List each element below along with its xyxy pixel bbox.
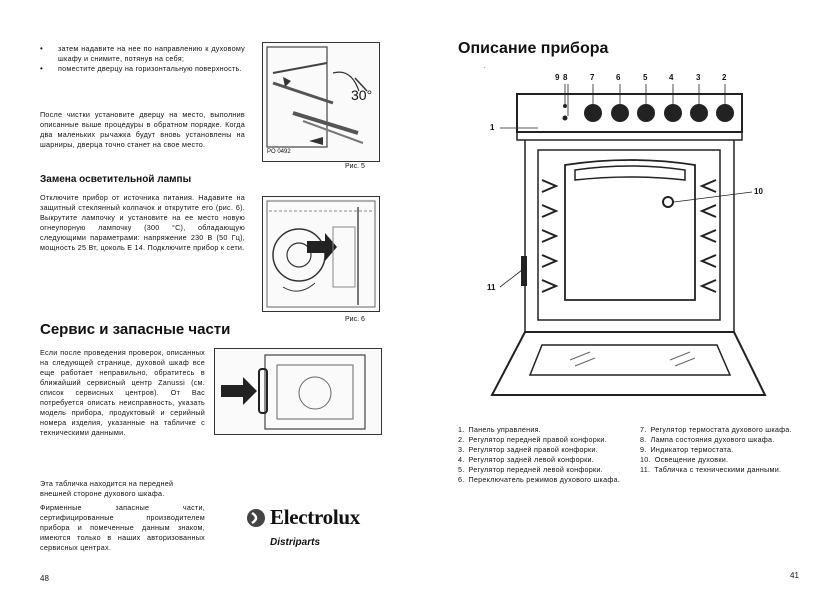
legend-left: 1.Панель управления. 2.Регулятор передне… bbox=[458, 425, 628, 485]
legend-text: Освещение духовки. bbox=[654, 455, 729, 464]
legend-text: Лампа состояния духового шкафа. bbox=[650, 435, 775, 444]
figure-door-removal: 30° PO 0492 bbox=[262, 42, 380, 162]
callout-8: 8 bbox=[563, 73, 568, 82]
bullet-icon: • bbox=[40, 44, 44, 53]
legend-text: Регулятор задней левой конфорки. bbox=[468, 455, 594, 464]
legend-right: 7.Регулятор термостата духового шкафа. 8… bbox=[640, 425, 802, 475]
legend-text: Панель управления. bbox=[468, 425, 542, 434]
electrolux-logo: Electrolux bbox=[246, 505, 360, 530]
list-item: 11.Табличка с техническими данными. bbox=[640, 465, 802, 475]
legend-number: 3. bbox=[458, 445, 465, 454]
list-item: 4.Регулятор задней левой конфорки. bbox=[458, 455, 628, 465]
bullet-list: • затем надавите на нее по направлению к… bbox=[40, 44, 245, 74]
list-item: 1.Панель управления. bbox=[458, 425, 628, 435]
lamp-illustration bbox=[266, 200, 376, 308]
legend-text: Регулятор передней левой конфорки. bbox=[468, 465, 603, 474]
service-paragraph: Если после проведения проверок, описанны… bbox=[40, 348, 205, 437]
legend-number: 6. bbox=[458, 475, 465, 484]
callout-5: 5 bbox=[643, 73, 648, 82]
callout-4: 4 bbox=[669, 73, 674, 82]
lamp-paragraph: Отключите прибор от источника питания. Н… bbox=[40, 193, 245, 252]
legend-text: Переключатель режимов духового шкафа. bbox=[468, 475, 621, 484]
bullet-icon: • bbox=[40, 64, 44, 73]
list-item: 8.Лампа состояния духового шкафа. bbox=[640, 435, 802, 445]
list-item: • затем надавите на нее по направлению к… bbox=[40, 44, 245, 64]
callout-11: 11 bbox=[487, 283, 496, 292]
callout-3: 3 bbox=[696, 73, 701, 82]
cleaning-paragraph: После чистки установите дверцу на место,… bbox=[40, 110, 245, 149]
list-item: • поместите дверцу на горизонтальную пов… bbox=[40, 64, 245, 74]
legend-text: Табличка с техническими данными. bbox=[654, 465, 782, 474]
list-item: 3.Регулятор задней правой конфорки. bbox=[458, 445, 628, 455]
legend-number: 11. bbox=[640, 465, 651, 474]
callout-2: 2 bbox=[722, 73, 727, 82]
bullet-text: поместите дверцу на горизонтальную повер… bbox=[58, 64, 242, 73]
callout-10: 10 bbox=[754, 187, 763, 196]
callout-9: 9 bbox=[555, 73, 560, 82]
angle-label: 30° bbox=[351, 87, 373, 103]
list-item: 6.Переключатель режимов духового шкафа. bbox=[458, 475, 628, 485]
list-item: 9.Индикатор термостата. bbox=[640, 445, 802, 455]
list-item: 10.Освещение духовки. bbox=[640, 455, 802, 465]
service-heading: Сервис и запасные части bbox=[40, 321, 231, 338]
electrolux-logo-icon bbox=[247, 508, 265, 527]
legend-number: 1. bbox=[458, 425, 465, 434]
plate-paragraph: Эта табличка находится на передней внешн… bbox=[40, 479, 174, 498]
callout-1: 1 bbox=[490, 123, 495, 132]
callout-6: 6 bbox=[616, 73, 621, 82]
legend-text: Индикатор термостата. bbox=[650, 445, 734, 454]
legend-number: 8. bbox=[640, 435, 647, 444]
legend-text: Регулятор задней правой конфорки. bbox=[468, 445, 598, 454]
parts-paragraph: Фирменные запасные части, сертифицирован… bbox=[40, 503, 205, 552]
figure-5-caption: Рис. 5 bbox=[345, 163, 365, 170]
legend-number: 2. bbox=[458, 435, 465, 444]
stray-dot: . bbox=[484, 64, 486, 70]
page-number-right: 41 bbox=[790, 571, 799, 580]
legend-number: 5. bbox=[458, 465, 465, 474]
figure-code: PO 0492 bbox=[267, 149, 291, 155]
legend-number: 10. bbox=[640, 455, 651, 464]
figure-6-caption: Рис. 6 bbox=[345, 316, 365, 323]
oven-front-illustration bbox=[221, 354, 366, 430]
legend-number: 9. bbox=[640, 445, 647, 454]
legend-number: 4. bbox=[458, 455, 465, 464]
lamp-heading: Замена осветительной лампы bbox=[40, 174, 192, 185]
brand-name: Electrolux bbox=[270, 505, 360, 529]
legend-text: Регулятор передней правой конфорки. bbox=[468, 435, 607, 444]
list-item: 2.Регулятор передней правой конфорки. bbox=[458, 435, 628, 445]
description-heading: Описание прибора bbox=[458, 40, 609, 57]
figure-lamp bbox=[262, 196, 380, 312]
page-number-left: 48 bbox=[40, 574, 49, 583]
bullet-text: затем надавите на нее по направлению к д… bbox=[58, 44, 245, 63]
legend-text: Регулятор термостата духового шкафа. bbox=[650, 425, 792, 434]
callout-7: 7 bbox=[590, 73, 595, 82]
oven-diagram bbox=[490, 84, 767, 396]
door-hinge-illustration bbox=[266, 46, 368, 148]
list-item: 5.Регулятор передней левой конфорки. bbox=[458, 465, 628, 475]
figure-rating-plate bbox=[214, 348, 382, 435]
list-item: 7.Регулятор термостата духового шкафа. bbox=[640, 425, 802, 435]
legend-number: 7. bbox=[640, 425, 647, 434]
brand-subtitle: Distriparts bbox=[270, 537, 321, 548]
